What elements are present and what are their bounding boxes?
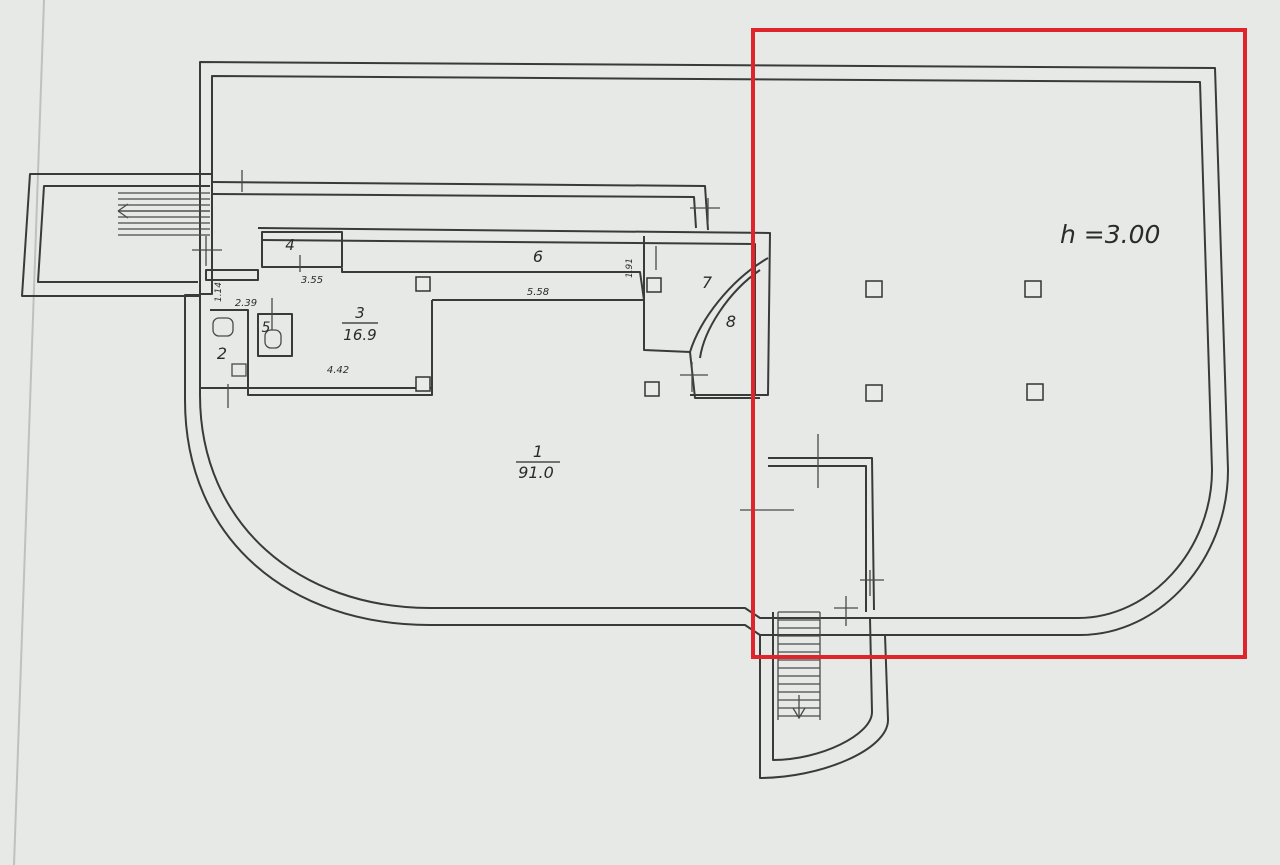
column (865, 384, 883, 402)
room-4-box (261, 231, 343, 268)
room-8-arc (689, 257, 769, 353)
room-3-wall (420, 300, 433, 389)
dim-label: 5.58 (527, 287, 549, 298)
left-stair-wall (21, 173, 212, 297)
highlight-rectangle (751, 28, 1247, 659)
column (644, 381, 660, 397)
service-block (205, 269, 259, 281)
wc-icon (212, 317, 234, 337)
room-6-number: 6 (533, 247, 543, 266)
stair-arrow-down-icon (792, 695, 806, 720)
column (865, 280, 883, 298)
room-8-arc-inner (699, 269, 761, 359)
column (646, 277, 662, 293)
dim-label: 1.91 (625, 258, 635, 278)
storeroom-wall (768, 457, 875, 611)
room-5-box (257, 313, 293, 357)
room-7-number: 7 (702, 273, 713, 292)
room-8-number: 8 (726, 312, 736, 331)
inner-wall (199, 75, 1213, 619)
room-7-wall (643, 236, 760, 399)
storeroom-wall-inner (768, 465, 867, 612)
dim-label: 1.14 (214, 282, 224, 302)
sink-icon (231, 363, 247, 377)
room-5-number: 5 (262, 320, 271, 336)
outer-wall (184, 61, 1229, 636)
column (1024, 280, 1042, 298)
column (415, 376, 431, 392)
paper-edge (13, 0, 45, 865)
column (1026, 383, 1044, 401)
room-1-number: 1 (533, 442, 543, 461)
room-4-number: 4 (285, 236, 295, 254)
bottom-stair (777, 611, 821, 720)
room-1-area: 91.0 (518, 463, 554, 482)
dim-label: 2.39 (235, 298, 257, 309)
column (415, 276, 431, 292)
door-marks (192, 170, 884, 626)
stair-arrow-icon (117, 203, 129, 219)
bottom-stair-inner (772, 612, 873, 761)
room-6-lower-wall (341, 268, 645, 301)
height-note: h =3.00 (1060, 220, 1160, 249)
corridor-wall-inner (211, 193, 697, 229)
room-3-area: 16.9 (343, 326, 376, 344)
dim-label: 3.55 (301, 275, 323, 286)
room-6-wall (257, 227, 771, 396)
service-block-bottom (200, 309, 433, 396)
corridor-wall (211, 181, 709, 231)
room-3-number: 3 (355, 304, 365, 322)
room-2-number: 2 (217, 344, 227, 363)
dim-label: 4.42 (327, 365, 349, 376)
wc-icon-2 (264, 329, 282, 349)
bottom-stair-wall (759, 634, 889, 779)
left-stair (118, 192, 210, 236)
left-stair-inner (37, 185, 210, 283)
